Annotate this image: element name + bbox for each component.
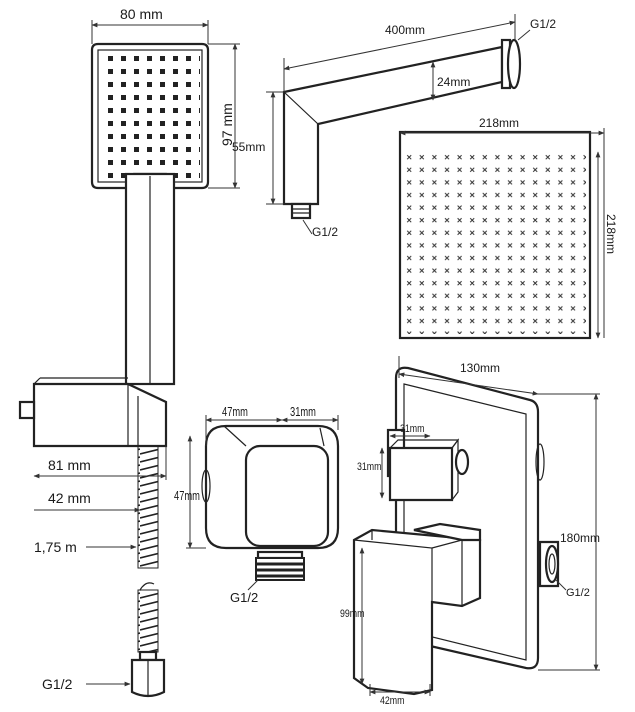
dimension-outlet-height: 47mm [174, 435, 206, 549]
label-bracket-width: 42 mm [48, 490, 91, 506]
wall-outlet [201, 424, 340, 581]
wall-bracket [18, 377, 168, 448]
dimension-plate-height: 180mm [538, 393, 600, 671]
dimension-arm-drop: 55mm G1/2 [232, 91, 338, 239]
dimension-hand-width: 80 mm [91, 6, 209, 44]
dimension-hose-thread: G1/2 [42, 676, 131, 692]
dimension-bracket-width: 42 mm [34, 490, 141, 513]
label-lever-height: 99mm [340, 608, 364, 620]
label-knob-height: 31mm [357, 461, 381, 473]
label-arm-bottom-thread: G1/2 [312, 225, 338, 239]
label-plate-width: 130mm [460, 361, 500, 375]
label-head-height: 218mm [604, 214, 618, 254]
label-outlet-width: 47mm [222, 406, 248, 420]
dimension-head-height: 218mm [595, 151, 618, 339]
label-head-width: 218mm [479, 116, 519, 130]
label-outlet-height: 47mm [174, 490, 200, 504]
dimension-bracket-depth: 81 mm [33, 446, 167, 480]
dimension-knob-height: 31mm [357, 447, 385, 499]
label-bracket-depth: 81 mm [48, 457, 91, 473]
label-valve-thread: G1/2 [566, 587, 590, 599]
dimension-lever-width: 42mm [369, 684, 431, 707]
dimension-hose-length: 1,75 m [34, 539, 137, 555]
dimension-plate-width: 130mm [398, 356, 539, 396]
label-hose-length: 1,75 m [34, 539, 77, 555]
label-hose-thread: G1/2 [42, 676, 73, 692]
label-hand-width: 80 mm [120, 6, 163, 22]
label-arm-length: 400mm [385, 23, 425, 37]
label-knob-width: 31mm [400, 423, 424, 435]
dimension-knob-width: 31mm [389, 423, 431, 439]
label-arm-depth: 24mm [437, 75, 470, 89]
dimension-outlet-thread: G1/2 [230, 579, 259, 605]
rain-shower-head [398, 130, 592, 340]
label-arm-thread: G1/2 [530, 17, 556, 31]
dimension-valve-thread: G1/2 [555, 579, 590, 599]
dimension-lever-height: 99mm [340, 547, 364, 685]
dimension-outlet-depth: 31mm [281, 406, 339, 430]
dimension-hand-height: 97 mm [208, 43, 240, 189]
label-outlet-depth: 31mm [290, 406, 316, 420]
dimension-outlet-width: 47mm [205, 406, 283, 446]
dimension-arm-length: 400mm G1/2 [283, 14, 556, 92]
shower-hose [130, 445, 166, 698]
label-plate-height: 180mm [560, 531, 600, 545]
dimension-head-width: 218mm [399, 116, 605, 338]
label-outlet-thread: G1/2 [230, 590, 258, 605]
dimension-arm-depth: 24mm [430, 61, 470, 101]
label-hand-height: 97 mm [219, 103, 235, 146]
mixer-valve [352, 366, 560, 696]
label-lever-width: 42mm [380, 695, 404, 707]
label-arm-drop: 55mm [232, 140, 265, 154]
hand-shower [90, 42, 210, 386]
